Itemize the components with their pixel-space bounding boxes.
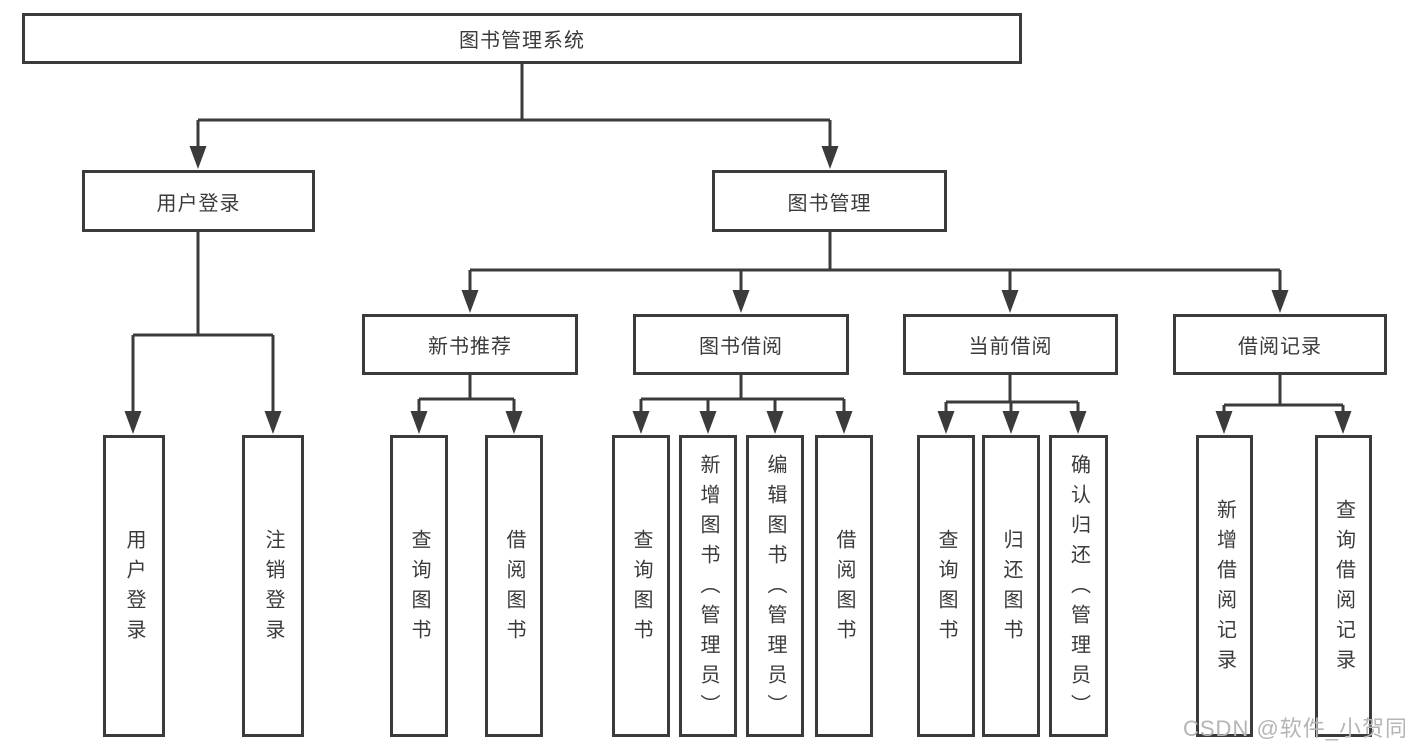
- connector-user-login-to-leaves: [124, 232, 282, 434]
- leaf-borrow-books-recommend: 借阅图书: [485, 435, 543, 737]
- connector-new-book-recommend-to-leaves: [410, 375, 523, 434]
- connector-lines: [1222, 375, 1345, 415]
- connector-book-borrow-to-leaves: [632, 375, 853, 434]
- leaf-add-books-admin: 新增图书（管理员）: [679, 435, 737, 737]
- arrow-down-icon: [699, 411, 717, 434]
- leaf-query-books-current: 查询图书: [917, 435, 975, 737]
- leaf-query-borrow-record: 查询借阅记录: [1315, 435, 1372, 737]
- arrow-down-icon: [1334, 411, 1352, 434]
- connector-borrow-records-to-leaves: [1215, 375, 1352, 434]
- node-current-borrow: 当前借阅: [903, 314, 1118, 375]
- arrow-down-icon: [264, 411, 282, 434]
- arrow-down-icon: [766, 411, 784, 434]
- arrow-down-icon: [124, 411, 142, 434]
- arrow-down-icon: [1069, 411, 1087, 434]
- arrow-down-icon: [461, 290, 479, 313]
- arrow-down-icon: [1271, 290, 1289, 313]
- arrow-down-icon: [732, 290, 750, 313]
- connector-current-borrow-to-leaves: [937, 375, 1087, 434]
- arrow-down-icon: [505, 411, 523, 434]
- leaf-query-books-recommend: 查询图书: [390, 435, 448, 737]
- arrow-down-icon: [1215, 411, 1233, 434]
- node-new-book-recommend: 新书推荐: [362, 314, 578, 375]
- node-user-login: 用户登录: [82, 170, 315, 232]
- arrow-down-icon: [1001, 290, 1019, 313]
- node-book-borrow: 图书借阅: [633, 314, 849, 375]
- arrow-down-icon: [632, 411, 650, 434]
- node-book-management: 图书管理: [712, 170, 947, 232]
- connector-lines: [468, 232, 1282, 294]
- arrow-down-icon: [835, 411, 853, 434]
- arrow-down-icon: [937, 411, 955, 434]
- leaf-query-books-borrow: 查询图书: [612, 435, 670, 737]
- connector-lines: [944, 375, 1080, 415]
- connector-lines: [417, 375, 516, 415]
- arrow-down-icon: [821, 146, 839, 169]
- connector-lines: [131, 232, 275, 415]
- node-root-system: 图书管理系统: [22, 13, 1022, 64]
- leaf-confirm-return-admin: 确认归还（管理员）: [1049, 435, 1108, 737]
- connector-book-management-to-level3: [461, 232, 1289, 313]
- leaf-edit-books-admin: 编辑图书（管理员）: [746, 435, 804, 737]
- arrow-down-icon: [1002, 411, 1020, 434]
- connector-lines: [639, 375, 846, 415]
- node-borrow-records: 借阅记录: [1173, 314, 1387, 375]
- leaf-borrow-books: 借阅图书: [815, 435, 873, 737]
- arrow-down-icon: [410, 411, 428, 434]
- leaf-logout: 注销登录: [242, 435, 304, 737]
- arrow-down-icon: [189, 146, 207, 169]
- leaf-user-login: 用户登录: [103, 435, 165, 737]
- connector-root-to-level2: [189, 64, 839, 169]
- leaf-add-borrow-record: 新增借阅记录: [1196, 435, 1253, 737]
- csdn-watermark: CSDN @软件_小贺同学: [1183, 716, 1405, 741]
- leaf-return-books: 归还图书: [982, 435, 1040, 737]
- connector-lines: [196, 64, 832, 150]
